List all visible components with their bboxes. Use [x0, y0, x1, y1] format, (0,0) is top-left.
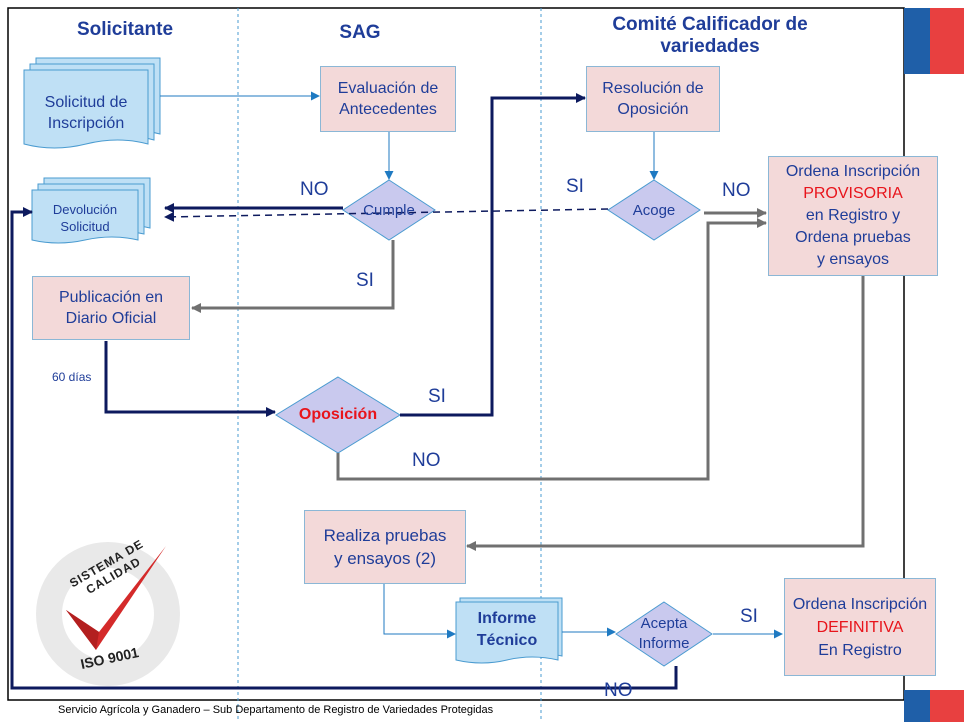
node-resolucion-line1: Resolución de [602, 80, 704, 97]
arrow-provisoria-realiza [466, 276, 865, 551]
cumple-diamond [342, 179, 436, 241]
acoge-label: Acoge [632, 201, 676, 219]
edge-label-si-cumple: SI [356, 270, 374, 291]
edge-label-si-oposicion: SI [428, 386, 446, 407]
lane-title-comite: Comité Calificador de variedades [560, 14, 860, 58]
acepta-diamond [615, 601, 713, 667]
node-ordena-provisoria: Ordena Inscripción PROVISORIA en Registr… [768, 156, 938, 276]
edge-label-no-acoge: NO [722, 180, 751, 201]
node-ordena-definitiva-line1: Ordena Inscripción [792, 595, 928, 613]
node-publicacion-line1: Publicación en [58, 289, 164, 306]
node-ordena-provisoria-line3: en Registro y [805, 207, 901, 224]
node-publicacion: Publicación en Diario Oficial [32, 276, 190, 340]
node-realiza-line2: y ensayos (2) [333, 549, 437, 568]
devolucion-document [31, 177, 151, 244]
node-solicitud-line1: Solicitud de [44, 94, 128, 111]
node-resolucion-line2: Oposición [617, 101, 689, 118]
node-informe-line1: Informe [477, 610, 537, 627]
edge-label-si-acepta: SI [740, 606, 758, 627]
node-evaluacion-line1: Evaluación de [337, 80, 439, 97]
cumple-label: Cumple [363, 201, 415, 219]
node-evaluacion: Evaluación de Antecedentes [320, 66, 456, 132]
acepta-label-line1: Acepta [640, 615, 688, 632]
node-realiza: Realiza pruebas y ensayos (2) [304, 510, 466, 584]
arrow-acepta-no [10, 207, 678, 690]
node-informe-line2: Técnico [476, 632, 538, 649]
informe-document [455, 597, 563, 664]
node-publicacion-line2: Diario Oficial [65, 310, 157, 327]
iso-9001-logo [36, 542, 180, 686]
flag-blue-bottom [904, 690, 930, 722]
flag-red [930, 8, 964, 74]
arrow-acoge-si-dashed [164, 208, 609, 222]
node-ordena-definitiva-highlight: DEFINITIVA [816, 618, 904, 636]
flag-blue [904, 8, 930, 74]
acepta-label-line2: Informe [638, 635, 690, 652]
solicitud-document [23, 57, 161, 149]
arrow-realiza-informe [383, 584, 456, 639]
edge-label-no-oposicion: NO [412, 450, 441, 471]
node-solicitud-line2: Inscripción [47, 115, 125, 132]
lane-title-comite-line2: variedades [660, 36, 760, 57]
node-ordena-definitiva-line3: En Registro [818, 641, 902, 659]
frame [7, 7, 905, 701]
arrow-publicacion-oposicion [104, 341, 276, 417]
acoge-diamond [607, 179, 701, 241]
node-devolucion-line1: Devolución [52, 202, 118, 217]
arrow-oposicion-no [336, 218, 767, 481]
node-evaluacion-line2: Antecedentes [339, 101, 437, 118]
node-ordena-provisoria-line4: Ordena pruebas [795, 229, 911, 246]
node-ordena-provisoria-line1: Ordena Inscripción [785, 163, 921, 180]
oposicion-label: Oposición [298, 406, 378, 423]
node-resolucion: Resolución de Oposición [586, 66, 720, 132]
edge-label-no-cumple: NO [300, 179, 329, 200]
arrow-cumple-si [191, 240, 395, 313]
flag-red-bottom [930, 690, 964, 722]
lane-title-sag: SAG [339, 22, 381, 43]
footer-text: Servicio Agrícola y Ganadero – Sub Depar… [58, 704, 494, 716]
node-ordena-provisoria-highlight: PROVISORIA [803, 185, 903, 202]
edge-label-si-acoge: SI [566, 176, 584, 197]
edge-label-no-acepta: NO [604, 680, 633, 701]
arrow-oposicion-si [400, 93, 586, 417]
lane-title-solicitante: Solicitante [76, 19, 174, 40]
node-realiza-line1: Realiza pruebas [323, 526, 447, 545]
edge-label-dias: 60 días [52, 370, 92, 384]
node-solicitud: Solicitud de Inscripción [24, 88, 148, 138]
lane-title-comite-line1: Comité Calificador de [612, 14, 808, 35]
node-devolucion-line2: Solicitud [60, 219, 110, 234]
node-ordena-definitiva: Ordena Inscripción DEFINITIVA En Registr… [784, 578, 936, 676]
node-ordena-provisoria-line5: y ensayos [816, 251, 890, 268]
